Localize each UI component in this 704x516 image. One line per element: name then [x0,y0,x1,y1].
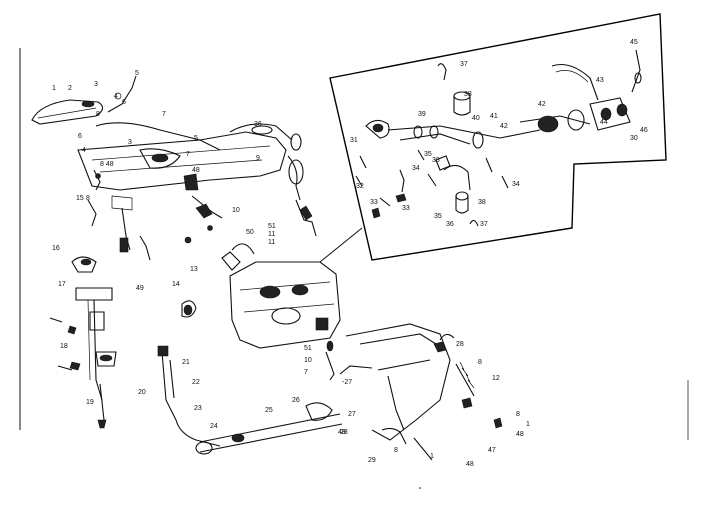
part-label: 43 [596,77,604,84]
part-label: 22 [192,379,200,386]
inset-leader-line [319,227,363,263]
part-label: 18 [60,343,68,350]
part-label: 8 48 [100,161,114,168]
part-label: 3 [94,81,98,88]
part-label: 38 [432,157,440,164]
part-label: 51 [304,345,312,352]
part-label: 11 [268,239,275,246]
part-label: 35 [424,151,432,158]
part-label: -27 [342,379,352,386]
part-label: 37 [460,61,468,68]
part-label: 47 [488,447,496,454]
part-label: 10 [232,207,240,214]
needle-bar-group [49,256,117,429]
part-label: 5 [194,135,198,142]
part-label: 31 [350,137,358,144]
part-label: 8 [96,111,100,118]
part-label: 3 [128,139,132,146]
part-label: 4 [114,93,118,100]
part-label: 48 [466,461,474,468]
part-label: 2 [68,85,72,92]
part-label: 42 [538,101,546,108]
part-label: 8 [394,447,398,454]
upper-arm-group [77,123,317,237]
part-label: 7 [186,151,190,158]
part-label: 15 [76,195,84,202]
part-label: 42 [500,123,508,130]
central-mechanism-group [181,243,341,349]
part-label: 44 [600,119,608,126]
part-label: 45 [630,39,638,46]
part-label: 36 [254,121,262,128]
part-label: 8 [478,359,482,366]
part-label: 7 [304,369,308,376]
part-label: 32 [356,183,364,190]
part-label: 11 [268,231,275,238]
part-label: 6 [122,99,126,106]
part-label: 14 [172,281,180,288]
right-lower-group [345,323,689,461]
part-label: 5 [135,70,139,77]
part-label: 36 [446,221,454,228]
part-label: 48 [338,429,346,436]
part-label: 41 [490,113,498,120]
part-label: 10 [304,357,312,364]
part-label: 26 [292,397,300,404]
part-label: 1 [526,421,530,428]
part-label: 28 [456,341,464,348]
part-label: 4 [82,147,86,154]
part-label: 8 [516,411,520,418]
part-label: 16 [52,245,60,252]
part-label: 49 [136,285,144,292]
part-label: 12 [492,375,500,382]
part-label: 24 [210,423,218,430]
part-label: 9 [256,155,260,162]
part-label: 27 [348,411,356,418]
part-label: 29 [368,457,376,464]
part-label: 7 [162,111,166,118]
part-label: 34 [412,165,420,172]
part-label: 1 [430,453,434,460]
part-label: 38 [478,199,486,206]
part-label: 37 [480,221,488,228]
part-label: 33 [370,199,378,206]
part-label: 21 [182,359,190,366]
part-label: 25 [265,407,273,414]
part-label: 17 [58,281,66,288]
part-label: 19 [86,399,94,406]
lower-shaft-group [157,340,373,455]
part-label: 8 [86,195,90,202]
part-label: 23 [194,405,202,412]
part-number-labels: 1 2 3 4 5 6 7 8 9 5 6 4 3 7 48 8 8 48 15… [52,39,648,468]
upper-small-parts [87,169,223,261]
part-label: 50 [246,229,254,236]
part-label: 1 [52,85,56,92]
part-label: 20 [138,389,146,396]
inset-detail-border [329,13,667,261]
inset-parts-group [355,49,642,227]
part-label: 51 [268,223,276,230]
stray-mark [419,487,421,489]
part-label: 6 [78,133,82,140]
part-label: 40 [472,115,480,122]
part-label: 35 [434,213,442,220]
part-label: 46 [640,127,648,134]
part-label: 48 [516,431,524,438]
part-label: 48 [192,167,200,174]
part-label: 34 [512,181,520,188]
part-label: 33 [402,205,410,212]
part-label: 39 [418,111,426,118]
part-label: 38 [464,91,472,98]
part-label: 28 [340,429,348,436]
part-label: 13 [190,266,198,273]
top-lever-group [31,75,221,151]
part-label: 30 [630,135,638,142]
